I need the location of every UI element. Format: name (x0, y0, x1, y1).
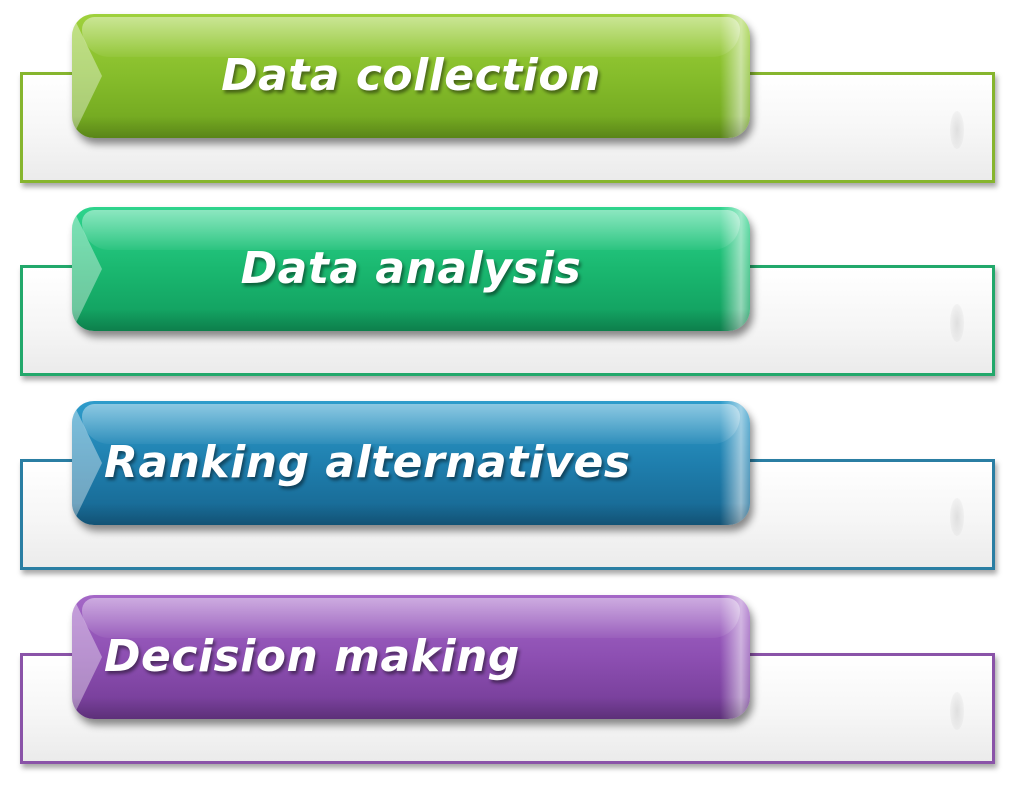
step-data-analysis: Data analysis (0, 207, 1017, 397)
step-bar (72, 14, 750, 138)
step-label: Ranking alternatives (104, 437, 631, 488)
step-label: Decision making (104, 631, 520, 682)
step-bar (72, 401, 750, 525)
step-label: Data collection (221, 50, 601, 101)
step-ranking-alternatives: Ranking alternatives (0, 401, 1017, 591)
step-data-collection: Data collection (0, 14, 1017, 204)
step-bar (72, 207, 750, 331)
step-decision-making: Decision making (0, 595, 1017, 785)
step-bar (72, 595, 750, 719)
step-label: Data analysis (240, 243, 582, 294)
